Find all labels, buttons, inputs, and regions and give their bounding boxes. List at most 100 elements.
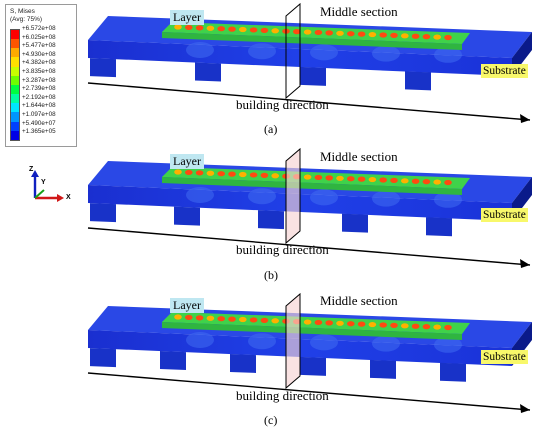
- hot-spot: [390, 177, 398, 183]
- hot-spot: [314, 319, 323, 326]
- substrate-foot: [342, 213, 368, 233]
- hot-spot: [260, 172, 269, 178]
- middle-section-label: Middle section: [320, 293, 398, 308]
- legend-swatch: [11, 75, 19, 85]
- legend-swatch: [11, 48, 19, 58]
- middle-section-label: Middle section: [320, 149, 398, 164]
- building-direction-arrow: [87, 372, 531, 411]
- panel-caption: (a): [264, 122, 278, 136]
- substrate-foot: [370, 359, 396, 379]
- panel-caption: (b): [264, 268, 278, 282]
- legend-value: +6.572e+08: [22, 25, 56, 32]
- legend-value: +6.025e+08: [22, 33, 56, 41]
- substrate-foot: [300, 356, 326, 376]
- hot-spot: [185, 169, 193, 176]
- middle-section-plane: [285, 147, 301, 245]
- hot-spot: [314, 29, 323, 36]
- hot-spot: [411, 33, 420, 39]
- legend-swatch: [11, 103, 19, 113]
- legend-value: +1.097e+08: [22, 110, 56, 118]
- substrate-foot: [405, 71, 431, 91]
- hot-spot: [217, 26, 225, 32]
- legend-subtitle: (Avg: 75%): [10, 16, 43, 23]
- legend-value: +3.287e+08: [22, 76, 56, 84]
- hot-spot: [411, 178, 420, 184]
- hot-spot: [368, 31, 377, 38]
- middle-section-plane: [285, 2, 301, 100]
- building-direction-arrow: [87, 227, 531, 266]
- hot-spot: [336, 30, 344, 36]
- building-direction-arrow: [87, 82, 531, 121]
- substrate-foot: [230, 353, 256, 373]
- hot-spot: [444, 324, 452, 331]
- panel-caption: (c): [264, 413, 278, 427]
- substrate-foot: [160, 351, 186, 371]
- hot-spot: [228, 316, 236, 322]
- legend-value: +1.644e+08: [22, 102, 56, 110]
- stress-patch: [186, 187, 214, 203]
- stress-patch: [372, 190, 400, 207]
- legend-swatch: [11, 30, 19, 40]
- hot-spot: [185, 24, 193, 31]
- legend-swatch: [11, 121, 19, 131]
- substrate-foot: [195, 62, 221, 82]
- hot-spot: [325, 175, 334, 181]
- hot-spot: [303, 29, 312, 35]
- hot-spot: [271, 28, 280, 34]
- hot-spot: [217, 316, 225, 322]
- hot-spot: [314, 174, 323, 181]
- legend-swatch: [11, 130, 19, 140]
- layer-label: Layer: [170, 10, 204, 25]
- hot-spot: [303, 319, 312, 325]
- arrowhead-icon: [520, 114, 530, 123]
- hot-spot: [239, 26, 247, 33]
- legend-title: S, Mises: [10, 8, 35, 15]
- hot-spot: [239, 316, 247, 323]
- substrate-foot: [440, 362, 466, 382]
- middle-section-label: Middle section: [320, 4, 398, 19]
- hot-spot: [228, 26, 236, 32]
- legend-value: +2.739e+08: [22, 85, 56, 93]
- stress-patch: [372, 45, 400, 62]
- hot-spot: [228, 171, 236, 177]
- stress-patch: [310, 44, 338, 61]
- hot-spot: [357, 321, 366, 327]
- legend-values: +6.572e+08+6.025e+08+5.477e+08+4.930e+08…: [22, 25, 56, 137]
- legend-value: +3.835e+08: [22, 67, 56, 75]
- legend-value: +2.192e+08: [22, 93, 56, 101]
- hot-spot: [433, 34, 442, 40]
- layer-front: [162, 322, 462, 340]
- arrowhead-icon: [520, 404, 530, 413]
- stress-patch: [186, 332, 214, 348]
- panel-b: Layer Middle section Substrate building …: [0, 145, 550, 285]
- legend-value: +5.490e+07: [22, 119, 56, 127]
- triad-icon: [31, 170, 64, 202]
- hot-spot: [379, 322, 388, 328]
- building-direction-label: building direction: [236, 388, 329, 403]
- stress-patch: [434, 191, 462, 208]
- fem-model-c: [87, 292, 532, 413]
- hot-spot: [174, 169, 182, 175]
- hot-spot: [174, 24, 182, 30]
- hot-spot: [239, 171, 247, 178]
- hot-spot: [347, 31, 355, 37]
- panel-a: Layer Middle section Substrate building …: [0, 0, 550, 140]
- hot-spot: [390, 322, 398, 328]
- hot-spot: [249, 172, 258, 178]
- hot-spot: [401, 323, 409, 329]
- legend-swatch: [11, 39, 19, 49]
- hot-spot: [347, 321, 355, 327]
- layer-label: Layer: [170, 298, 204, 313]
- legend-swatch: [11, 84, 19, 95]
- stress-legend: S, Mises (Avg: 75%) +6.572e+08+6.025e+08…: [5, 4, 77, 147]
- substrate-foot: [90, 348, 116, 368]
- stress-patch: [310, 189, 338, 206]
- hot-spot: [444, 34, 452, 41]
- hot-spot: [422, 34, 431, 40]
- hot-spot: [206, 25, 215, 31]
- hot-spot: [401, 33, 409, 39]
- hot-spot: [195, 170, 204, 176]
- legend-value: +5.477e+08: [22, 42, 56, 50]
- substrate-foot: [258, 210, 284, 230]
- stress-patch: [434, 336, 462, 353]
